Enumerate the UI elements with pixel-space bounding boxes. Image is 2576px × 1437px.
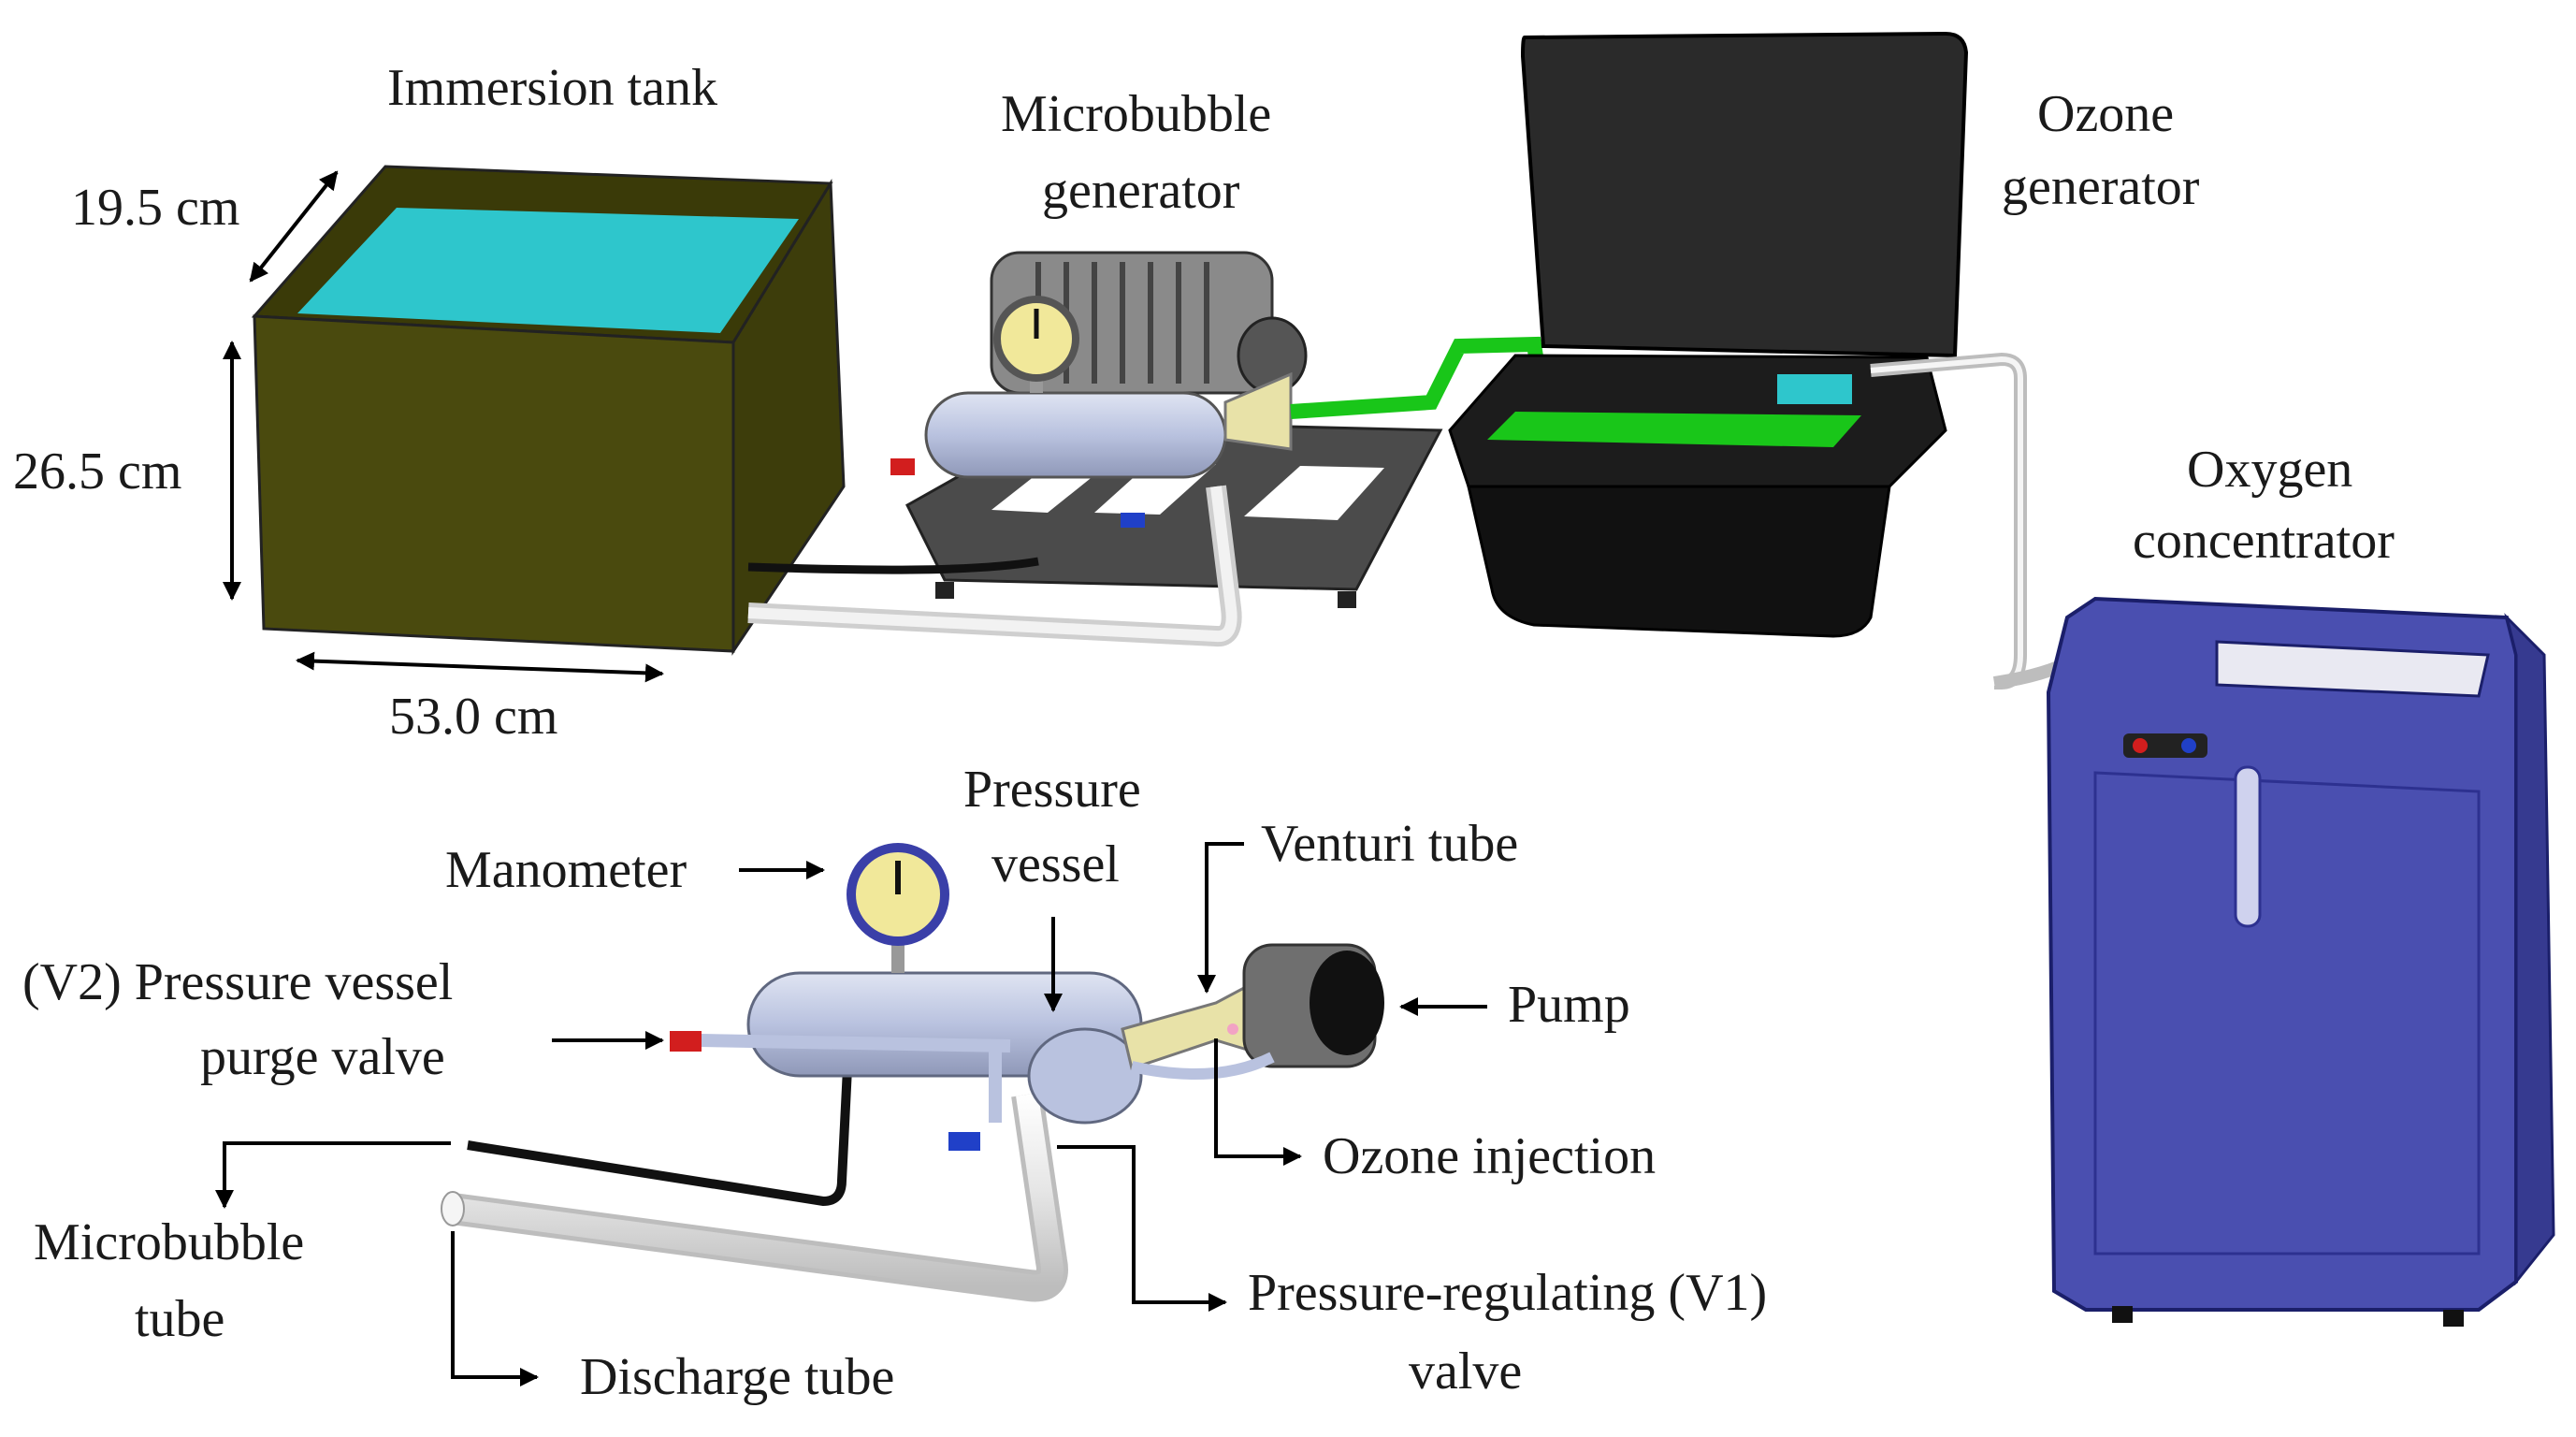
label-dim-depth: 19.5 cm [71, 179, 239, 237]
ozone-generator [1448, 31, 1969, 638]
oxygen-concentrator [2046, 596, 2555, 1327]
label-purge-valve-1: (V2) Pressure vessel [22, 953, 453, 1011]
label-dim-width: 53.0 cm [389, 688, 557, 746]
regulating-valve-v1 [948, 1132, 980, 1151]
immersion-tank [251, 165, 846, 656]
label-pressure-vessel-2: vessel [991, 835, 1120, 893]
label-ozone-injection: Ozone injection [1323, 1127, 1656, 1185]
label-oxygen-concentrator-1: Oxygen [2187, 441, 2352, 499]
leader-venturi [1197, 842, 1244, 994]
label-purge-valve-2: purge valve [200, 1028, 445, 1086]
label-pressure-vessel-1: Pressure [963, 761, 1141, 819]
label-venturi-tube: Venturi tube [1261, 815, 1518, 873]
dim-depth-arrow [249, 170, 339, 283]
label-regulating-valve-2: valve [1409, 1343, 1522, 1401]
label-dim-height: 26.5 cm [13, 443, 181, 501]
label-microbubble-generator-1: Microbubble [1001, 85, 1271, 143]
detail-assembly [441, 843, 1384, 1302]
microbubble-tube-top [747, 557, 1039, 574]
label-regulating-valve-1: Pressure-regulating (V1) [1248, 1264, 1767, 1322]
pressure-vessel-top [890, 296, 1293, 528]
leader-discharge-tube [451, 1231, 539, 1386]
dim-width-arrow [296, 651, 664, 683]
leader-ozone-injection [1214, 1038, 1302, 1166]
purge-valve-v2 [670, 1031, 702, 1052]
label-microbubble-tube-1: Microbubble [34, 1213, 304, 1271]
leader-microbubble-tube [215, 1141, 451, 1209]
leader-regulating-valve [1057, 1145, 1227, 1312]
label-manometer: Manometer [445, 841, 687, 899]
label-discharge-tube: Discharge tube [580, 1348, 894, 1406]
label-ozone-generator-1: Ozone [2037, 85, 2174, 143]
label-microbubble-generator-2: generator [1042, 162, 1240, 220]
label-oxygen-concentrator-2: concentrator [2133, 512, 2395, 570]
label-pump: Pump [1508, 976, 1630, 1034]
label-immersion-tank: Immersion tank [387, 59, 717, 117]
label-microbubble-tube-2: tube [135, 1290, 224, 1348]
label-ozone-generator-2: generator [2002, 158, 2200, 216]
